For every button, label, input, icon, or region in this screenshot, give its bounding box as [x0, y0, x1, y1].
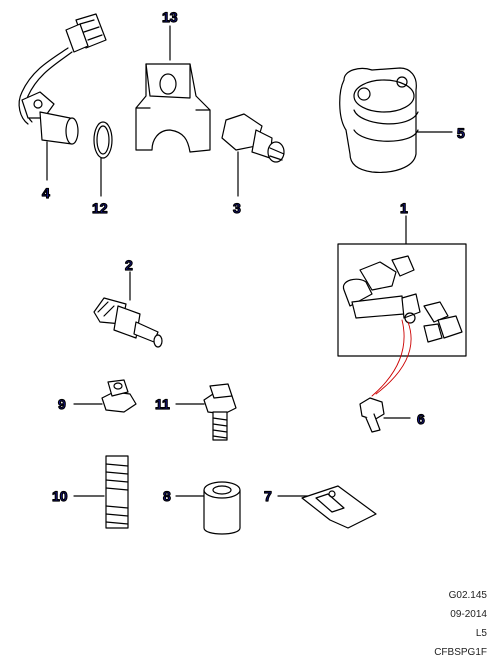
part-12-o-ring — [93, 121, 113, 197]
callout-8: 8 — [163, 488, 171, 504]
part-2-temperature-sensor — [93, 271, 163, 348]
callout-11: 11 — [155, 396, 170, 412]
part-3-pressure-switch — [221, 113, 285, 197]
callout-2: 2 — [125, 257, 133, 273]
part-11-bolt — [175, 383, 237, 441]
part-4-sensor-with-harness — [18, 13, 107, 181]
footer-code: CFBSPG1F — [434, 647, 487, 658]
callout-10: 10 — [52, 488, 68, 504]
part-8-spacer-sleeve — [175, 481, 241, 535]
part-5-solenoid-housing — [339, 67, 453, 173]
part-10-stud — [73, 455, 129, 529]
footer-level: L5 — [475, 628, 487, 639]
footer-date: 09-2014 — [450, 609, 487, 620]
callout-5: 5 — [457, 125, 465, 141]
callout-3: 3 — [233, 200, 241, 216]
callout-4: 4 — [42, 185, 50, 201]
callout-1: 1 — [400, 200, 408, 216]
callout-7: 7 — [264, 488, 272, 504]
part-1-red-wires — [371, 319, 412, 397]
part-13-bracket — [135, 25, 211, 153]
callout-9: 9 — [58, 396, 66, 412]
callout-12: 12 — [92, 200, 108, 216]
part-1-kit-box — [337, 215, 467, 357]
callout-6: 6 — [417, 411, 425, 427]
part-6-bolt — [359, 397, 411, 433]
part-7-bracket-clip — [277, 485, 377, 529]
footer-ref: G02.145 — [448, 590, 487, 601]
part-9-nut — [73, 379, 137, 413]
callout-13: 13 — [162, 9, 178, 25]
